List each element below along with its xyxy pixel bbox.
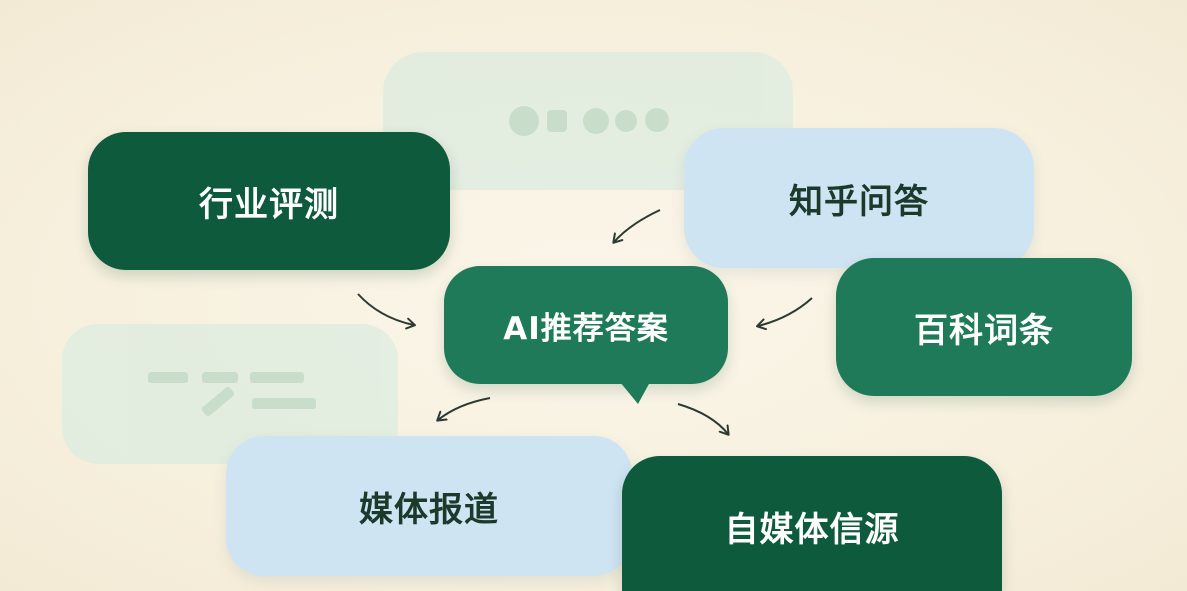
node-label: 自媒体信源 [724, 510, 900, 550]
ghost-dot-icon [583, 108, 609, 134]
ghost-dot-icon [615, 110, 637, 132]
arrow-encyclopedia-to-center [756, 297, 813, 331]
node-label: AI推荐答案 [503, 310, 669, 347]
node-self-media: 自媒体信源 [622, 456, 1002, 591]
node-label: 知乎问答 [789, 181, 929, 222]
ghost-bar [148, 372, 188, 383]
node-label: 媒体报道 [359, 489, 499, 530]
ghost-box-top [383, 52, 793, 190]
node-media-report: 媒体报道 [226, 436, 632, 576]
ghost-bar [252, 398, 316, 409]
node-label: 行业评测 [199, 184, 339, 225]
arrow-center-to-media [436, 397, 491, 422]
ghost-bar [250, 372, 304, 383]
ghost-bar [202, 372, 238, 383]
ghost-dot-icon [509, 106, 539, 136]
arrow-zhihu-to-center [612, 209, 661, 244]
ghost-dot-icon [645, 108, 669, 132]
ghost-dot-icon [547, 110, 567, 132]
node-zhihu-qa: 知乎问答 [684, 128, 1034, 268]
arrow-industry-to-center [357, 293, 416, 330]
arrow-center-to-self-media [677, 403, 730, 436]
node-center-ai-answer: AI推荐答案 [444, 266, 728, 384]
node-industry-review: 行业评测 [88, 132, 450, 270]
node-label: 百科词条 [914, 310, 1054, 351]
node-encyclopedia: 百科词条 [836, 258, 1132, 396]
